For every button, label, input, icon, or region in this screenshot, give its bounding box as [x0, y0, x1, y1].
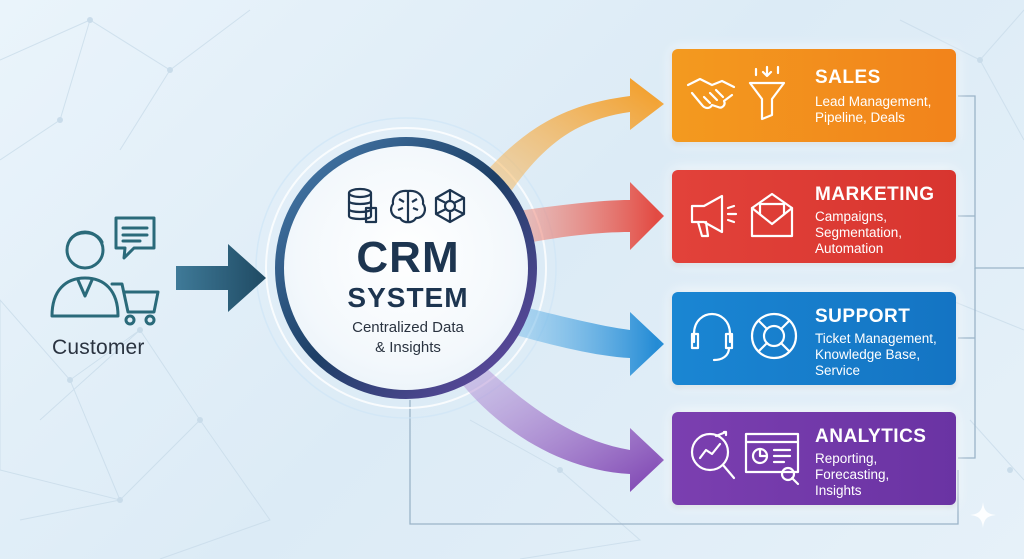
megaphone-icon: [690, 194, 738, 238]
marketing-desc-line: Segmentation,: [815, 225, 903, 240]
analytics-desc-line: Insights: [815, 483, 862, 498]
database-icon: [347, 187, 378, 224]
funnel-icon: [748, 65, 786, 121]
marketing-icons: [690, 192, 794, 238]
sales-desc-line: Pipeline, Deals: [815, 110, 906, 125]
magnifier-chart-icon: [690, 430, 736, 480]
headset-icon: [690, 312, 734, 362]
sales-desc-line: Lead Management,: [815, 94, 932, 109]
email-icon: [750, 192, 794, 238]
lifebuoy-icon: [750, 312, 798, 360]
person-icon: [50, 230, 120, 318]
arrow-from-customer: [176, 244, 266, 312]
support-desc-line: Knowledge Base,: [815, 347, 921, 362]
sales-desc: Lead Management, Pipeline, Deals: [815, 94, 931, 126]
card-analytics: ANALYTICS Reporting, Forecasting, Insigh…: [672, 412, 956, 505]
hub-title-line1: CRM: [356, 233, 460, 282]
arrow-to-support: [505, 304, 664, 376]
support-desc-line: Service: [815, 363, 861, 378]
support-desc-line: Ticket Management,: [815, 331, 937, 346]
hub-icons: [347, 187, 466, 224]
marketing-desc-line: Automation: [815, 241, 884, 256]
crm-hub: [284, 146, 528, 390]
brain-icon: [389, 189, 427, 224]
hub-subtitle: Centralized Data & Insights: [310, 318, 506, 358]
analytics-desc-line: Forecasting,: [815, 467, 890, 482]
customer-icon: [50, 216, 160, 326]
sales-title: SALES: [815, 67, 881, 88]
sparkle-icon: [970, 502, 996, 528]
support-title: SUPPORT: [815, 306, 911, 327]
hub-subtitle-line2: & Insights: [375, 339, 441, 356]
marketing-desc: Campaigns, Segmentation, Automation: [815, 209, 902, 257]
hub-title-line2: SYSTEM: [347, 282, 469, 313]
support-desc: Ticket Management, Knowledge Base, Servi…: [815, 331, 937, 379]
handshake-icon: [686, 77, 736, 110]
analytics-title: ANALYTICS: [815, 426, 927, 447]
marketing-desc-line: Campaigns,: [815, 209, 888, 224]
hub-title: CRM SYSTEM: [296, 236, 520, 312]
chat-bubble-icon: [114, 216, 156, 260]
support-icons: [690, 312, 798, 362]
sales-icons: [686, 65, 786, 121]
card-support: SUPPORT Ticket Management, Knowledge Bas…: [672, 292, 956, 385]
network-icon: [434, 188, 466, 224]
analytics-desc: Reporting, Forecasting, Insights: [815, 451, 889, 499]
dashboard-icon: [744, 432, 800, 486]
arrow-to-marketing: [510, 182, 664, 250]
analytics-icons: [690, 430, 800, 486]
marketing-title: MARKETING: [815, 184, 935, 205]
customer-label: Customer: [52, 336, 145, 359]
arrow-to-analytics: [462, 362, 664, 492]
analytics-desc-line: Reporting,: [815, 451, 878, 466]
card-marketing: MARKETING Campaigns, Segmentation, Autom…: [672, 170, 956, 263]
card-sales: SALES Lead Management, Pipeline, Deals: [672, 49, 956, 142]
shopping-cart-icon: [110, 282, 160, 326]
hub-subtitle-line1: Centralized Data: [352, 319, 464, 336]
arrow-to-sales: [470, 78, 664, 208]
